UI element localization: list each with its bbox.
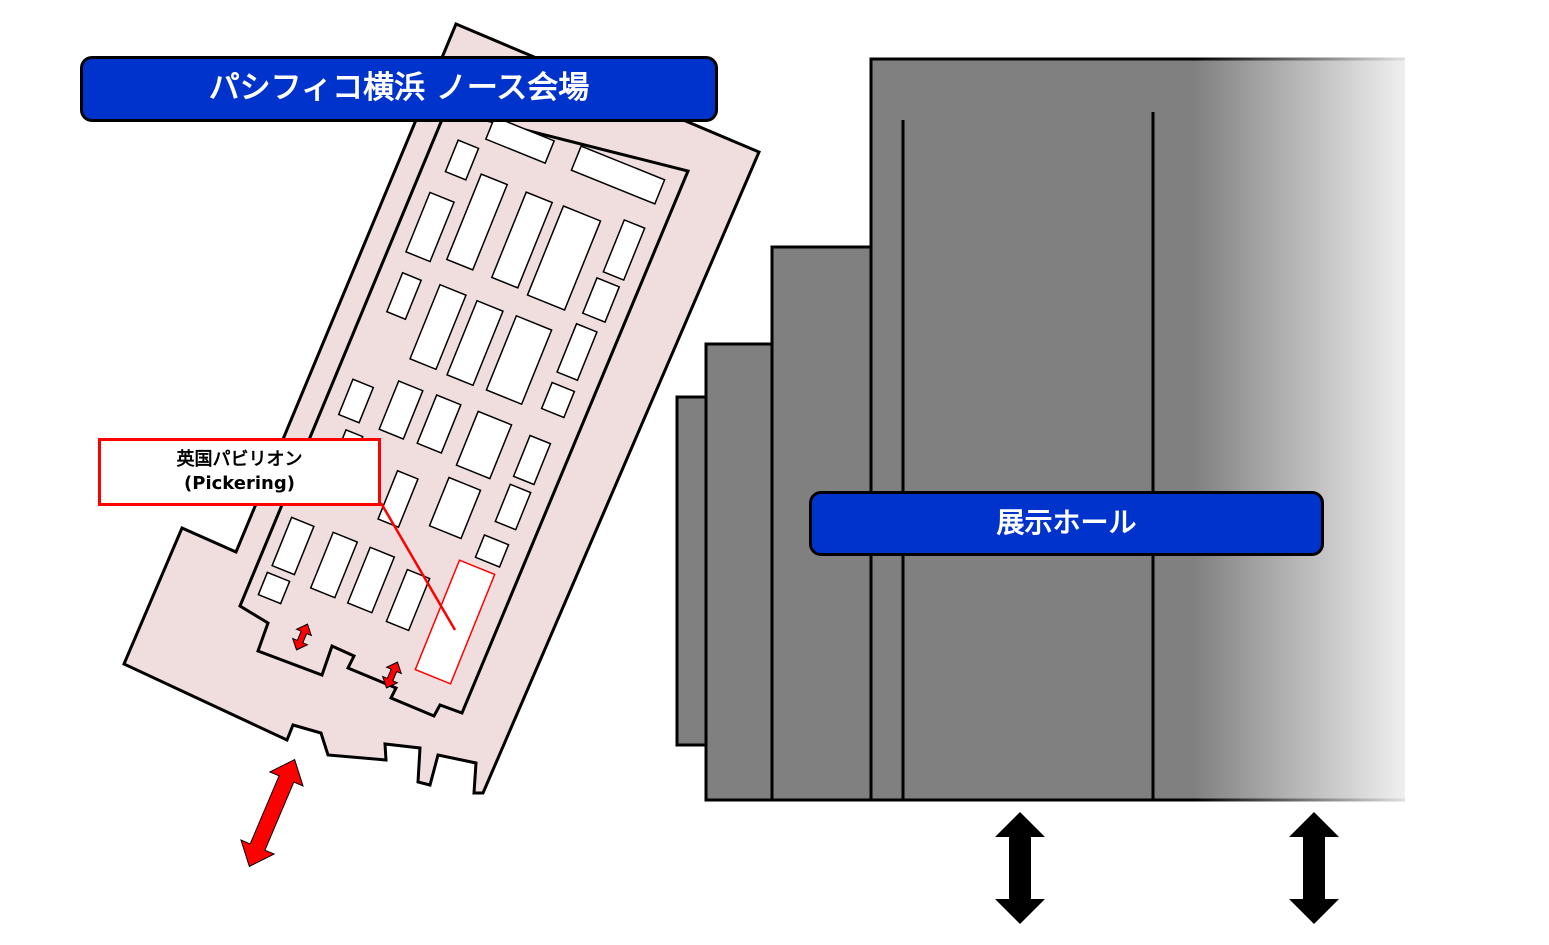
booth [446,299,504,387]
north-inner-entrance-arrow-1 [291,623,313,651]
booth [416,394,462,454]
uk-pavilion-callout: 英国パビリオン (Pickering) [98,438,381,506]
booth [526,205,602,311]
hall-entrance-arrow-1 [995,812,1045,924]
booth [385,568,431,632]
booth [556,322,598,382]
booth [428,476,482,540]
booth [484,115,556,165]
booth [494,483,532,531]
exhibition-hall-title: 展示ホール [809,491,1324,556]
booth [445,173,509,271]
hall-fade-overlay [860,50,1435,810]
booth [485,314,553,406]
hall-entrance-arrow-2 [1289,812,1339,924]
booth [581,276,621,324]
uk-pavilion-booth [414,559,496,685]
booth [404,191,456,263]
booth [444,139,480,181]
pavilion-exhibitor: (Pickering) [184,473,295,494]
exhibition-hall-building [675,40,1549,840]
pavilion-name: 英国パビリオン [176,449,303,470]
hall-step-2 [704,342,774,802]
booth [385,271,423,321]
booth [271,516,315,576]
booth [540,381,576,419]
booth [337,378,375,424]
north-venue-title: パシフィコ横浜 ノース会場 [80,56,718,122]
booth-grid [257,115,666,632]
booth [474,534,510,568]
hall-step-1 [675,395,709,747]
pavilion-leader-line [379,502,457,631]
booth [490,191,554,289]
booth [378,380,424,440]
booth [570,145,666,205]
booth [257,571,291,605]
booth [602,218,646,282]
booth [309,531,359,599]
booth [455,410,513,480]
north-inner-entrance-arrow-2 [381,661,403,689]
booth [512,434,552,486]
north-main-entrance-arrow [240,758,304,868]
north-venue-building [122,22,761,795]
booth [409,283,467,371]
booth [346,546,396,614]
